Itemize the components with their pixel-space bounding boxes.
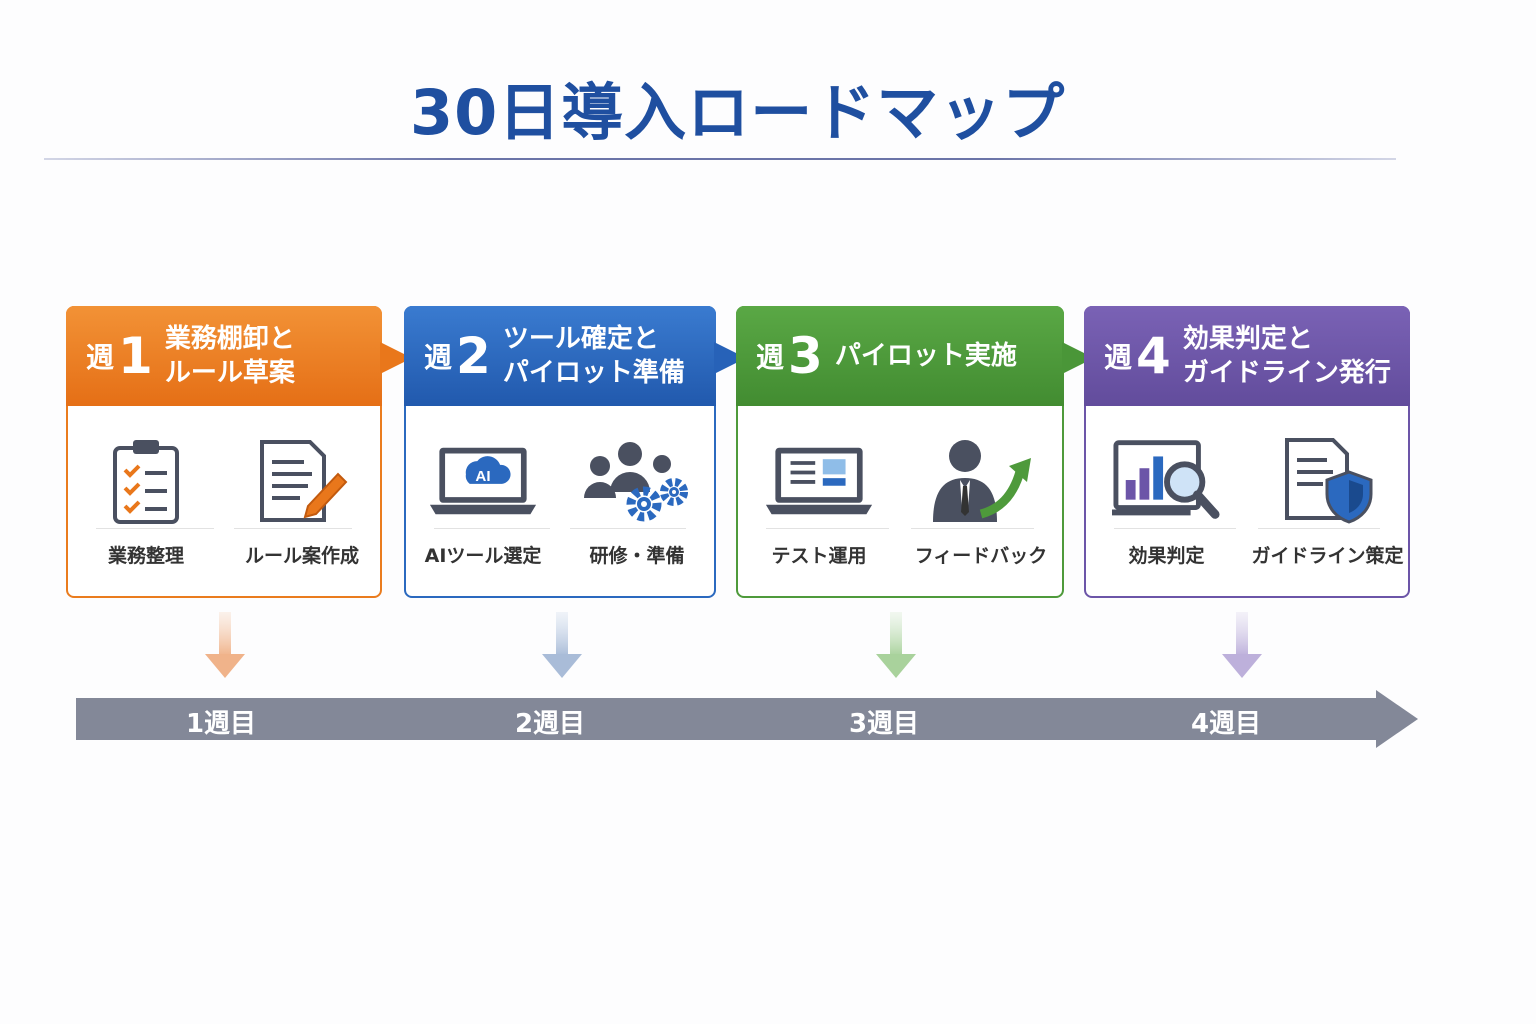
timeline-label: 4週目 bbox=[1190, 709, 1262, 739]
item-label: ガイドライン策定 bbox=[1251, 545, 1404, 567]
week-number: 2 bbox=[456, 327, 491, 385]
week-title: ツール確定と パイロット準備 bbox=[502, 324, 685, 388]
week-header-3: 週 3 パイロット実施 bbox=[736, 306, 1094, 406]
week-card-1: 週 1 業務棚卸と ルール草案 業務整理 ルール案作成 bbox=[66, 306, 412, 598]
week-number: 1 bbox=[118, 327, 153, 385]
item-label: ルール案作成 bbox=[244, 545, 359, 567]
arrow-down-icon bbox=[542, 612, 582, 678]
week-kanji: 週 bbox=[424, 341, 453, 374]
week-card-2: 週 2 ツール確定と パイロット準備 AI bbox=[404, 306, 746, 598]
chart-magnifier-icon bbox=[1111, 436, 1222, 526]
week-title: 業務棚卸と ルール草案 bbox=[164, 324, 295, 388]
timeline-label: 1週目 bbox=[185, 709, 257, 739]
week-header-1: 週 1 業務棚卸と ルール草案 bbox=[66, 306, 412, 406]
ai-laptop-icon: AI bbox=[428, 436, 538, 526]
timeline-arrow-icon bbox=[1376, 690, 1418, 748]
item-label: 効果判定 bbox=[1128, 545, 1205, 567]
arrow-down-icon bbox=[1222, 612, 1262, 678]
week-card-4: 週 4 効果判定と ガイドライン発行 効果判定 bbox=[1084, 306, 1410, 598]
person-growth-icon bbox=[926, 436, 1036, 526]
week-title: パイロット実施 bbox=[834, 341, 1017, 371]
clipboard-checklist-icon bbox=[91, 436, 201, 526]
document-shield-icon bbox=[1273, 436, 1383, 526]
timeline-label: 2週目 bbox=[514, 709, 586, 739]
arrow-down-icon bbox=[876, 612, 916, 678]
week-number: 3 bbox=[788, 327, 823, 385]
title-divider bbox=[44, 158, 1396, 160]
week-card-3: 週 3 パイロット実施 bbox=[736, 306, 1094, 598]
svg-text:AI: AI bbox=[475, 468, 490, 485]
item-label: 業務整理 bbox=[107, 545, 184, 567]
arrow-down-icon bbox=[205, 612, 245, 678]
item-label: フィードバック bbox=[914, 545, 1048, 567]
week-kanji: 週 bbox=[86, 341, 115, 374]
item-label: テスト運用 bbox=[771, 545, 867, 567]
timeline-bar bbox=[76, 698, 1378, 740]
week-kanji: 週 bbox=[756, 341, 785, 374]
week-header-2: 週 2 ツール確定と パイロット準備 bbox=[404, 306, 746, 406]
item-label: 研修・準備 bbox=[589, 545, 685, 567]
team-gears-icon bbox=[582, 436, 692, 526]
item-label: AIツール選定 bbox=[424, 545, 542, 567]
laptop-test-icon bbox=[764, 436, 874, 526]
page-title: 30日導入ロードマップ bbox=[410, 76, 1066, 149]
document-edit-icon bbox=[247, 436, 357, 526]
timeline-label: 3週目 bbox=[848, 709, 920, 739]
week-header-4: 週 4 効果判定と ガイドライン発行 bbox=[1084, 306, 1410, 406]
week-number: 4 bbox=[1136, 327, 1171, 385]
week-title: 効果判定と ガイドライン発行 bbox=[1182, 324, 1391, 388]
week-kanji: 週 bbox=[1104, 341, 1133, 374]
